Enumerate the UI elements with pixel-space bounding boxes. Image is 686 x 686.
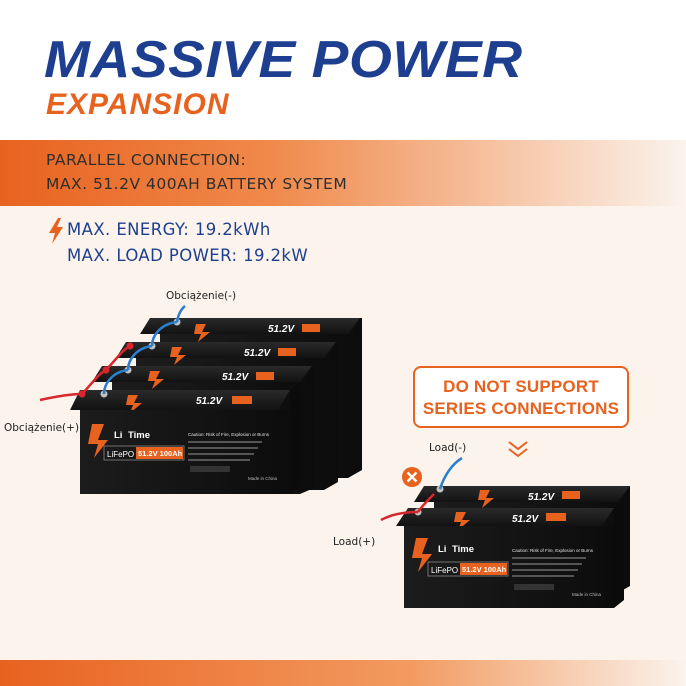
warning-line-2: SERIES CONNECTIONS [422, 399, 620, 418]
warning-line-1: DO NOT SUPPORT [443, 377, 599, 396]
svg-text:Li: Li [114, 430, 122, 441]
header-background [0, 0, 686, 140]
orange-banner [0, 140, 686, 206]
svg-text:51.2V: 51.2V [222, 372, 249, 383]
series-load-negative-label: Load(-) [429, 442, 467, 454]
banner-line-1: PARALLEL CONNECTION: [46, 151, 247, 169]
svg-text:51.2V: 51.2V [196, 396, 223, 407]
page-subtitle: EXPANSION [46, 88, 230, 121]
svg-text:Made in China: Made in China [248, 476, 278, 481]
svg-text:Caution: Risk of Fire, Explosi: Caution: Risk of Fire, Explosion or Burn… [512, 548, 594, 553]
parallel-load-positive-label: Obciążenie(+) [4, 422, 80, 434]
series-battery-1: 51.2V Li Time LiFePO 51.2V 100Ah Caution… [396, 502, 624, 608]
svg-text:51.2V: 51.2V [528, 492, 555, 503]
svg-text:Made in China: Made in China [572, 592, 602, 597]
series-load-positive-label: Load(+) [333, 536, 376, 548]
lightning-bolt-icon [49, 218, 63, 244]
svg-text:LiFePO: LiFePO [107, 450, 134, 459]
parallel-wires [39, 305, 186, 402]
svg-text:Caution: Risk of Fire, Explosi: Caution: Risk of Fire, Explosion or Burn… [188, 432, 270, 437]
svg-text:Time: Time [128, 430, 150, 441]
page-title: MASSIVE POWER [44, 31, 523, 89]
max-energy-text: MAX. ENERGY: 19.2kWh [67, 220, 271, 239]
series-warning-box: DO NOT SUPPORT SERIES CONNECTIONS [413, 366, 629, 428]
svg-text:51.2V 100Ah: 51.2V 100Ah [462, 565, 507, 574]
svg-text:LiFePO: LiFePO [431, 566, 458, 575]
parallel-load-negative-label: Obciążenie(-) [166, 290, 237, 302]
svg-text:Time: Time [452, 544, 474, 555]
banner-line-2: MAX. 51.2V 400AH BATTERY SYSTEM [46, 175, 348, 193]
double-chevron-down-icon [508, 441, 528, 458]
prohibited-x-icon [402, 467, 422, 487]
parallel-battery-1: 51.2V Li Time LiFePO 51.2V 100Ah Caution… [70, 384, 300, 494]
series-wires [380, 456, 463, 522]
svg-text:51.2V 100Ah: 51.2V 100Ah [138, 449, 183, 458]
bottom-orange-bar [0, 660, 686, 686]
svg-text:51.2V: 51.2V [268, 324, 295, 335]
svg-text:51.2V: 51.2V [244, 348, 271, 359]
max-load-power-text: MAX. LOAD POWER: 19.2kW [67, 246, 309, 265]
svg-text:51.2V: 51.2V [512, 514, 539, 525]
svg-text:Li: Li [438, 544, 446, 555]
